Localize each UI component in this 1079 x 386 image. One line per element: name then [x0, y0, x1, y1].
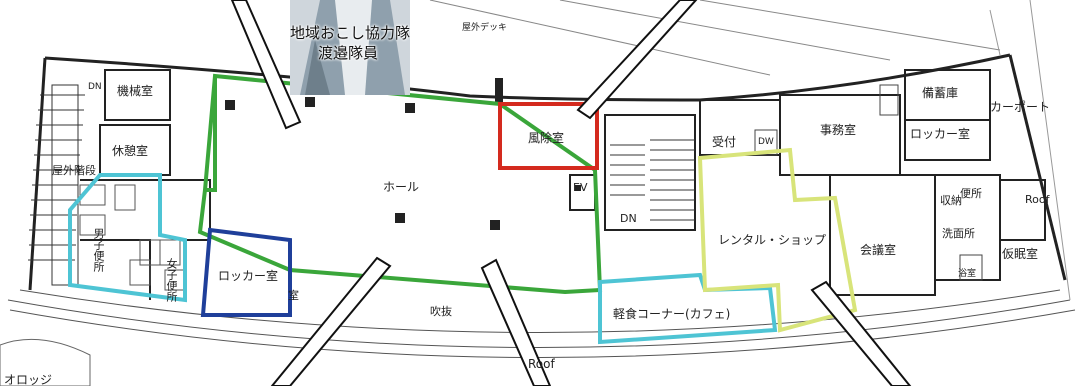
dw-label: DW — [758, 137, 774, 147]
outer-roof-edge-2 — [9, 309, 1076, 358]
reception-label: 受付 — [712, 135, 737, 149]
roof-bottom-label: Roof — [528, 357, 555, 371]
windbreak-outline — [498, 102, 599, 170]
person-caption-line2: 渡邉隊員 — [318, 44, 379, 62]
lodge-bubble — [0, 338, 91, 386]
womens-toilet-label: 女子便所 — [165, 258, 178, 302]
outdoor-stairs-label: 屋外階段 — [52, 164, 96, 177]
ev-label: EV — [573, 181, 588, 194]
cafe-outline — [598, 272, 778, 345]
shower-label: 浴室 — [958, 269, 977, 279]
locker-room-left-label: ロッカー室 — [218, 269, 279, 283]
lodge-fragment-label: オロッジ — [4, 373, 53, 386]
rental-shop-label: レンタル・ショップ — [718, 233, 827, 247]
toilet-label: 便所 — [960, 187, 982, 200]
washroom-label: 洗面所 — [942, 227, 975, 240]
hall-outline — [197, 73, 603, 295]
meeting-room-label: 会議室 — [860, 243, 897, 257]
storage-closet-label: 収納 — [940, 194, 962, 207]
top-wall — [44, 53, 1011, 102]
right-outer-wall — [1008, 54, 1067, 281]
machine-room-label: 機械室 — [117, 84, 154, 98]
roof-right-label: Roof — [1025, 193, 1050, 206]
left-outer-wall — [28, 57, 47, 291]
windbreak-room-label: 風除室 — [528, 131, 565, 145]
nap-room-label: 仮眠室 — [1002, 247, 1039, 261]
cafe-label: 軽食コーナー(カフェ) — [613, 307, 731, 321]
mens-toilet-label: 男子便所 — [92, 228, 105, 272]
outdoor-deck-label: 屋外デッキ — [462, 23, 508, 33]
locker-room-right-label: ロッカー室 — [910, 127, 971, 141]
storage-label: 備蓄庫 — [922, 86, 959, 100]
break-room-label: 休憩室 — [112, 144, 149, 158]
dn-left-label: DN — [88, 82, 102, 92]
person-photo — [290, 0, 410, 95]
office-label: 事務室 — [820, 123, 857, 137]
rental-shop-outline — [697, 147, 858, 333]
dn-center-label: DN — [620, 212, 637, 225]
locker-left-outline — [200, 227, 292, 317]
person-caption-line1: 地域おこし協力隊 — [290, 24, 411, 42]
hall-label: ホール — [383, 180, 420, 194]
atrium-label: 吹抜 — [430, 305, 452, 318]
partial-room-label: 室 — [288, 289, 299, 302]
carport-label: カーポート — [990, 100, 1051, 114]
outer-wall-line — [19, 289, 1061, 333]
toilet-outline — [68, 173, 187, 303]
outer-roof-edge — [7, 299, 1071, 348]
pointer-bar — [230, 0, 302, 130]
